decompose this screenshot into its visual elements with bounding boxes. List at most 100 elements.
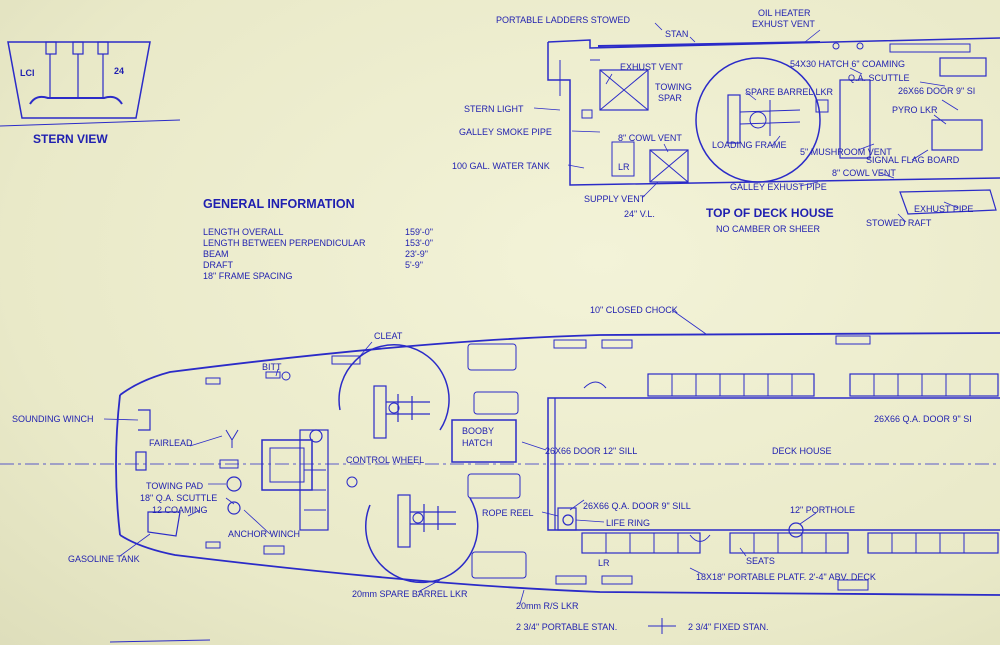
chock-4: [555, 575, 587, 585]
label-exhust-vent: EXHUST VENT: [620, 62, 683, 72]
deck-cleat-2: [265, 371, 281, 379]
label-rs-lkr: 20mm R/S LKR: [516, 601, 579, 611]
seat-bench-3: [581, 532, 701, 554]
winch-drum: [269, 447, 305, 483]
rope-reel: [557, 507, 577, 531]
stern-chock-left: [45, 41, 57, 55]
gun-mount-center: [749, 111, 767, 129]
gun-loading-frame: [727, 94, 741, 144]
label-pyro: PYRO LKR: [892, 105, 938, 115]
stern-mark-left: LCI: [20, 68, 35, 78]
seat-dividers-4: [753, 533, 827, 553]
portable-platform: [837, 579, 869, 591]
label-loading-frame: LOADING FRAME: [712, 140, 787, 150]
gun-tub-upper-ring: [338, 344, 450, 431]
anchor-winch-machinery: [261, 429, 329, 531]
stern-view-title: STERN VIEW: [33, 132, 108, 146]
label-bitt: BITT: [262, 362, 282, 372]
y-fitting: [225, 429, 239, 448]
label-control-wheel: CONTROL WHEEL: [346, 455, 424, 465]
info-row-draft: DRAFT 5'-9": [203, 260, 423, 271]
cargo-box-4: [471, 551, 527, 579]
info-value: 159'-0": [405, 227, 433, 237]
pyro-locker: [931, 119, 983, 151]
label-portable-stan: 2 3/4" PORTABLE STAN.: [516, 622, 617, 632]
main-deck-plan: [0, 332, 1000, 643]
info-value: 23'-9": [405, 249, 428, 259]
label-spare-barrel-deck: 20mm SPARE BARREL LKR: [352, 589, 468, 599]
label-hatch-word: HATCH: [462, 438, 492, 448]
label-galley-exhust: GALLEY EXHUST PIPE: [730, 182, 827, 192]
label-coaming: 12 COAMING: [152, 505, 208, 515]
seat-dividers-5: [891, 533, 965, 553]
control-wheel: [309, 429, 323, 443]
general-info-table: LENGTH OVERALL 159'-0" LENGTH BETWEEN PE…: [203, 227, 433, 282]
label-anchor-winch: ANCHOR WINCH: [228, 529, 300, 539]
seat-row-lower: [581, 532, 999, 554]
info-value: 5'-9": [405, 260, 423, 270]
fairlead-block: [135, 451, 147, 471]
deck-cleat-4: [263, 545, 285, 555]
towing-spar-box: [599, 69, 649, 111]
seat-bench-1: [647, 373, 815, 397]
mushroom-vent: [815, 99, 829, 113]
label-spare-barrel-top: SPARE BARREL LKR: [745, 87, 834, 97]
supply-vent-cross: [649, 149, 689, 183]
label-platform: 18X18" PORTABLE PLATF. 2'-4" ABV. DECK: [696, 572, 876, 582]
fitting-rect: [219, 459, 239, 469]
label-rope-reel: ROPE REEL: [482, 508, 534, 518]
label-cleat: CLEAT: [374, 331, 403, 341]
seat-bench-5: [867, 532, 999, 554]
label-gasoline-tank: GASOLINE TANK: [68, 554, 140, 564]
seat-bench-4: [729, 532, 849, 554]
info-value: 153'-0": [405, 238, 433, 248]
label-stern-light: STERN LIGHT: [464, 104, 524, 114]
main-deck-labels: 10" CLOSED CHOCK CLEAT BITT SOUNDING WIN…: [12, 305, 972, 632]
info-label: LENGTH OVERALL: [203, 227, 284, 237]
label-portable-ladders: PORTABLE LADDERS STOWED: [496, 15, 631, 25]
info-label: LENGTH BETWEEN PERPENDICULAR: [203, 238, 366, 248]
gun-tub-upper: [338, 344, 450, 439]
info-row-frame-spacing: 18" FRAME SPACING: [203, 271, 366, 282]
label-qa-door-sill: 26X66 Q.A. DOOR 9" SILL: [583, 501, 691, 511]
stern-waterline: [0, 119, 181, 127]
seat-dividers-3: [605, 533, 679, 553]
vent-circle-2: [856, 42, 864, 50]
info-label: BEAM: [203, 249, 229, 259]
deck-house-top-subtitle: NO CAMBER OR SHEER: [716, 224, 821, 234]
label-mushroom-vent: 5" MUSHROOM VENT: [800, 147, 892, 157]
label-galley-smoke: GALLEY SMOKE PIPE: [459, 127, 552, 137]
control-stand-detail: [304, 469, 326, 511]
deckhouse-leaders: [533, 22, 959, 223]
gun-lower-frame: [397, 494, 411, 548]
label-porthole: 12" PORTHOLE: [790, 505, 855, 515]
bottom-border: [109, 639, 211, 643]
label-door-12: 26X66 DOOR 12" SILL: [545, 446, 637, 456]
leader-lines: [103, 22, 959, 605]
cargo-box-3: [467, 473, 521, 499]
gun-upper-barrel: [386, 394, 430, 422]
stern-rail: [29, 95, 123, 105]
cargo-box-1: [467, 343, 517, 371]
sounding-winch: [138, 409, 151, 431]
vent-circle-1: [832, 42, 840, 50]
deck-house-top-title: TOP OF DECK HOUSE: [706, 206, 834, 220]
label-hatch: 54X30 HATCH 6" COAMING: [790, 59, 905, 69]
deck-cleat-1: [205, 377, 221, 385]
label-sounding-winch: SOUNDING WINCH: [12, 414, 94, 424]
winch-base: [261, 439, 313, 491]
chock-2: [601, 339, 633, 349]
gun-tub-lower-ring: [365, 497, 479, 584]
label-fairlead: FAIRLEAD: [149, 438, 193, 448]
door-swing-bottom: [689, 534, 711, 542]
towing-pad: [226, 476, 242, 492]
label-life-ring: LIFE RING: [606, 518, 650, 528]
label-closed-chock: 10" CLOSED CHOCK: [590, 305, 678, 315]
cleat-bar: [331, 355, 361, 365]
stern-chock-center: [72, 41, 84, 55]
gun-tub-lower: [365, 494, 479, 584]
label-seats: SEATS: [746, 556, 775, 566]
seat-dividers-2: [873, 374, 971, 396]
